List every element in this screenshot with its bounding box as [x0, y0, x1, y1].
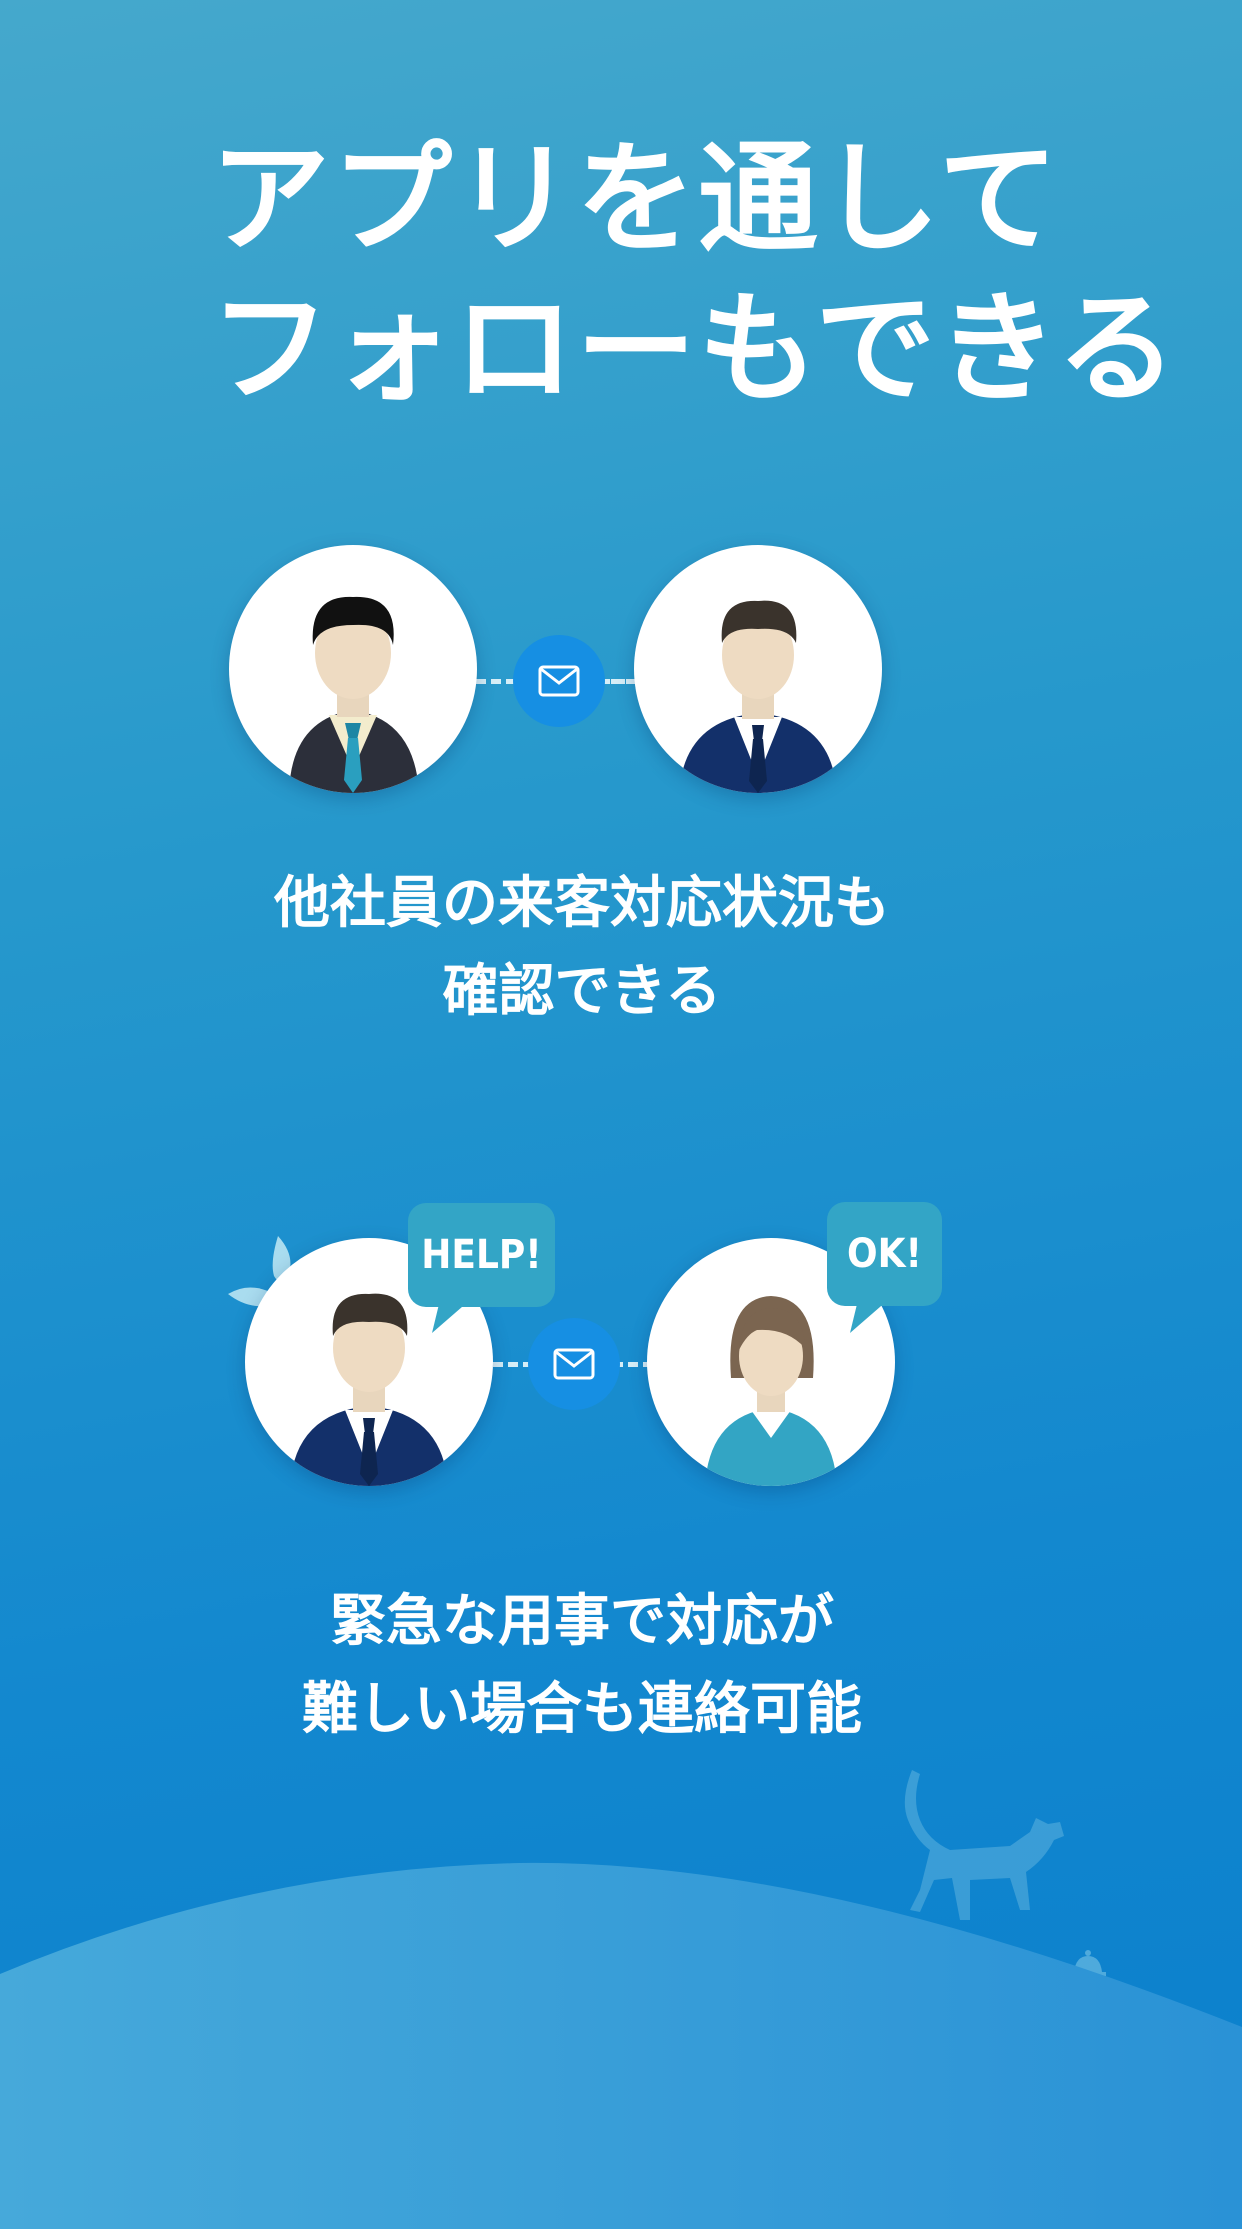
mail-button[interactable] [528, 1318, 620, 1410]
avatar-coworker [229, 545, 477, 793]
section1-caption-line-2: 確認できる [442, 959, 722, 1024]
mail-icon [553, 1348, 595, 1380]
title-line-1: アプリを通して [210, 130, 1061, 269]
title-line-2: フォローもできる [210, 280, 1179, 419]
page-title: アプリを通して フォローもできる [210, 125, 1179, 425]
section2-caption: 緊急な用事で対応が 難しい場合も連絡可能 [0, 1578, 1164, 1754]
cat-silhouette [904, 1770, 1064, 1920]
mail-button[interactable] [513, 635, 605, 727]
help-speech-bubble: HELP! [408, 1203, 555, 1307]
section2-caption-line-1: 緊急な用事で対応が [330, 1589, 834, 1654]
bottom-hill-decoration [0, 1862, 1242, 2229]
ok-speech-bubble: OK! [827, 1202, 942, 1306]
section1-caption-line-1: 他社員の来客対応状況も [274, 871, 890, 936]
person-avatar [705, 1296, 837, 1486]
speech-bubble-tail [432, 1300, 470, 1333]
speech-bubble-tail [850, 1300, 888, 1333]
connector-line [600, 679, 640, 684]
section2-caption-line-2: 難しい場合も連絡可能 [302, 1677, 862, 1742]
person-avatar [289, 596, 419, 793]
section1-caption: 他社員の来客対応状況も 確認できる [0, 860, 1164, 1036]
mail-icon [538, 665, 580, 697]
person-avatar [679, 600, 837, 793]
avatar-self [634, 545, 882, 793]
person-avatar [290, 1293, 448, 1486]
